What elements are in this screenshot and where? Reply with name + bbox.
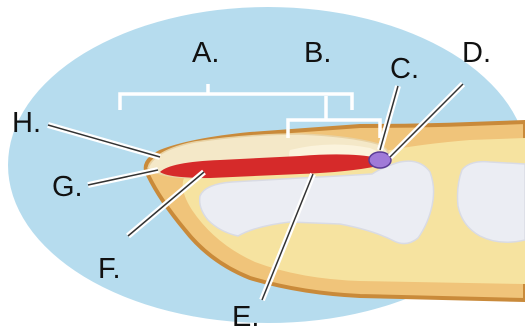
label-c: C. — [390, 53, 419, 85]
label-b: B. — [304, 37, 331, 69]
label-f: F. — [98, 253, 121, 285]
label-e: E. — [232, 301, 259, 330]
label-g: G. — [52, 171, 83, 203]
label-a: A. — [192, 37, 219, 69]
label-h: H. — [12, 107, 41, 139]
label-d: D. — [462, 37, 491, 69]
nail-matrix — [369, 152, 391, 168]
